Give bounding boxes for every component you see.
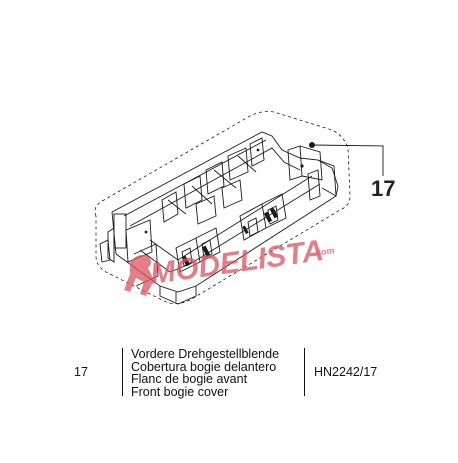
svg-text:.com: .com — [313, 245, 335, 258]
svg-text:MODELISTA: MODELISTA — [148, 234, 325, 291]
callout-dot — [309, 142, 315, 148]
callout-leader — [311, 144, 384, 176]
legend-ref-number: 17 — [74, 365, 88, 379]
description-es: Cobertura bogie delantero — [131, 359, 277, 374]
callout-number: 17 — [371, 176, 396, 201]
description-en: Front bogie cover — [131, 384, 229, 399]
watermark-logo: MODELISTA .com — [124, 234, 335, 296]
parts-legend: 17 Vordere Drehgestellblende Cobertura b… — [0, 346, 458, 398]
description-fr: Flanc de bogie avant — [131, 372, 248, 386]
legend-part-code: HN2242/17 — [314, 365, 378, 379]
legend-divider-left — [122, 348, 123, 396]
dashed-outline — [94, 111, 351, 304]
legend-descriptions: Vordere Drehgestellblende Cobertura bogi… — [131, 348, 279, 398]
legend-divider-right — [304, 348, 305, 396]
watermark: MODELISTA .com — [118, 234, 348, 309]
description-de: Vordere Drehgestellblende — [131, 347, 280, 361]
dark-details — [144, 148, 304, 267]
watermark-figure-icon — [124, 254, 154, 296]
bogie-frame — [99, 131, 339, 305]
